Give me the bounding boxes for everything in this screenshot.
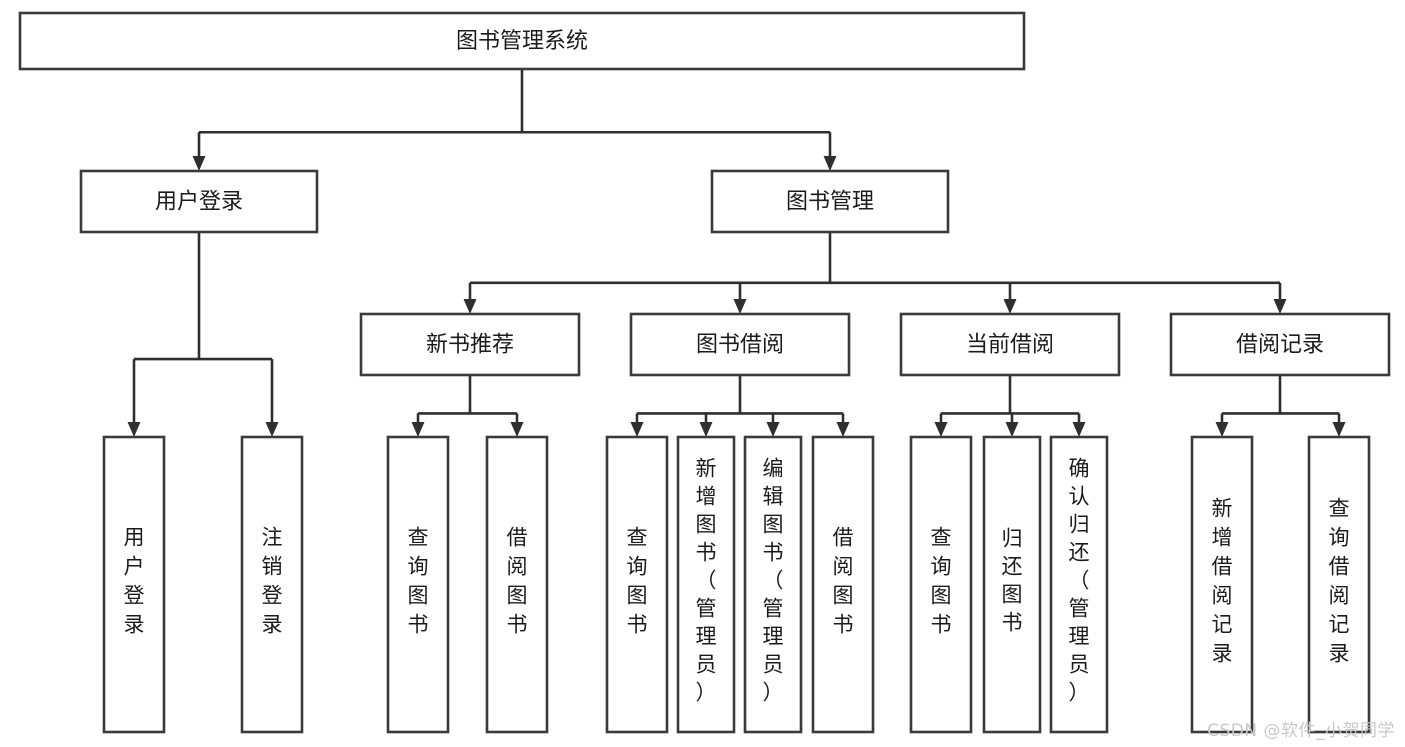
edge-arrowhead xyxy=(463,299,477,314)
node-label: 注销登录 xyxy=(262,525,283,636)
node-label: 查询借阅记录 xyxy=(1329,496,1350,665)
node-label: 当前借阅 xyxy=(966,333,1054,358)
edge-arrowhead xyxy=(823,156,837,171)
edge-arrowhead xyxy=(1273,299,1287,314)
node-new-book-rec[interactable]: 新书推荐 xyxy=(359,312,581,377)
csdn-watermark: CSDN @软件_小贺同学 xyxy=(1207,721,1395,741)
node-label: 新书推荐 xyxy=(426,333,514,358)
edge-arrowhead xyxy=(127,422,141,437)
edge-arrowhead xyxy=(265,422,279,437)
node-leaf-user-login[interactable]: 用户登录 xyxy=(102,435,166,734)
node-box[interactable] xyxy=(811,435,875,734)
node-label: 查询图书 xyxy=(408,525,429,636)
edge-arrowhead xyxy=(934,422,948,437)
node-label: 借阅记录 xyxy=(1236,333,1324,358)
node-box[interactable] xyxy=(743,435,803,734)
node-label: 图书借阅 xyxy=(696,333,784,358)
node-box[interactable] xyxy=(79,169,319,234)
node-leaf-return-book[interactable]: 归还图书 xyxy=(982,435,1042,734)
edge-arrowhead xyxy=(1072,422,1086,437)
node-box[interactable] xyxy=(676,435,736,734)
node-box[interactable] xyxy=(18,11,1026,71)
node-label: 用户登录 xyxy=(124,525,145,636)
node-root[interactable]: 图书管理系统 xyxy=(18,11,1026,71)
edges-layer xyxy=(127,69,1346,437)
node-leaf-add-book[interactable]: 新增图书（管理员） xyxy=(676,435,736,734)
edge-arrowhead xyxy=(766,422,780,437)
node-leaf-borrow-book-2[interactable]: 借阅图书 xyxy=(811,435,875,734)
edge-arrowhead xyxy=(699,422,713,437)
nodes-layer: 图书管理系统用户登录图书管理新书推荐图书借阅当前借阅借阅记录用户登录注销登录查询… xyxy=(18,11,1391,734)
edge-arrowhead xyxy=(1215,422,1229,437)
node-user-login[interactable]: 用户登录 xyxy=(79,169,319,234)
node-leaf-edit-book[interactable]: 编辑图书（管理员） xyxy=(743,435,803,734)
node-box[interactable] xyxy=(359,312,581,377)
node-label: 借阅图书 xyxy=(833,525,854,636)
node-box[interactable] xyxy=(1190,435,1254,734)
node-book-borrow[interactable]: 图书借阅 xyxy=(629,312,851,377)
edge-arrowhead xyxy=(1003,299,1017,314)
node-leaf-user-logout[interactable]: 注销登录 xyxy=(240,435,304,734)
node-box[interactable] xyxy=(1049,435,1109,734)
node-box[interactable] xyxy=(710,169,950,234)
node-label: 用户登录 xyxy=(155,190,243,215)
node-box[interactable] xyxy=(240,435,304,734)
node-label: 图书管理 xyxy=(786,190,874,215)
edge-arrowhead xyxy=(192,156,206,171)
node-box[interactable] xyxy=(1169,312,1391,377)
edge-arrowhead xyxy=(1332,422,1346,437)
edge-arrowhead xyxy=(411,422,425,437)
node-borrow-record[interactable]: 借阅记录 xyxy=(1169,312,1391,377)
node-box[interactable] xyxy=(1307,435,1371,734)
node-label: 借阅图书 xyxy=(507,525,528,636)
node-box[interactable] xyxy=(899,312,1121,377)
node-label: 归还图书 xyxy=(1002,527,1023,635)
node-box[interactable] xyxy=(982,435,1042,734)
node-box[interactable] xyxy=(485,435,549,734)
node-box[interactable] xyxy=(605,435,669,734)
node-box[interactable] xyxy=(102,435,166,734)
node-box[interactable] xyxy=(386,435,450,734)
node-leaf-add-record[interactable]: 新增借阅记录 xyxy=(1190,435,1254,734)
node-leaf-query-book-2[interactable]: 查询图书 xyxy=(605,435,669,734)
edge-arrowhead xyxy=(630,422,644,437)
edge-arrowhead xyxy=(733,299,747,314)
edge-arrowhead xyxy=(836,422,850,437)
node-label: 确认归还（管理员） xyxy=(1069,457,1090,705)
node-label: 图书管理系统 xyxy=(456,29,588,54)
node-leaf-confirm-return[interactable]: 确认归还（管理员） xyxy=(1049,435,1109,734)
node-book-manage[interactable]: 图书管理 xyxy=(710,169,950,234)
node-label: 查询图书 xyxy=(931,525,952,636)
node-label: 新增图书（管理员） xyxy=(696,457,717,705)
edge-arrowhead xyxy=(1005,422,1019,437)
node-leaf-query-book-3[interactable]: 查询图书 xyxy=(909,435,973,734)
node-current-borrow[interactable]: 当前借阅 xyxy=(899,312,1121,377)
node-label: 编辑图书（管理员） xyxy=(763,457,784,705)
node-leaf-query-book-1[interactable]: 查询图书 xyxy=(386,435,450,734)
node-leaf-query-record[interactable]: 查询借阅记录 xyxy=(1307,435,1371,734)
node-label: 新增借阅记录 xyxy=(1212,496,1233,665)
edge-arrowhead xyxy=(510,422,524,437)
node-box[interactable] xyxy=(909,435,973,734)
node-label: 查询图书 xyxy=(627,525,648,636)
node-box[interactable] xyxy=(629,312,851,377)
node-leaf-borrow-book-1[interactable]: 借阅图书 xyxy=(485,435,549,734)
